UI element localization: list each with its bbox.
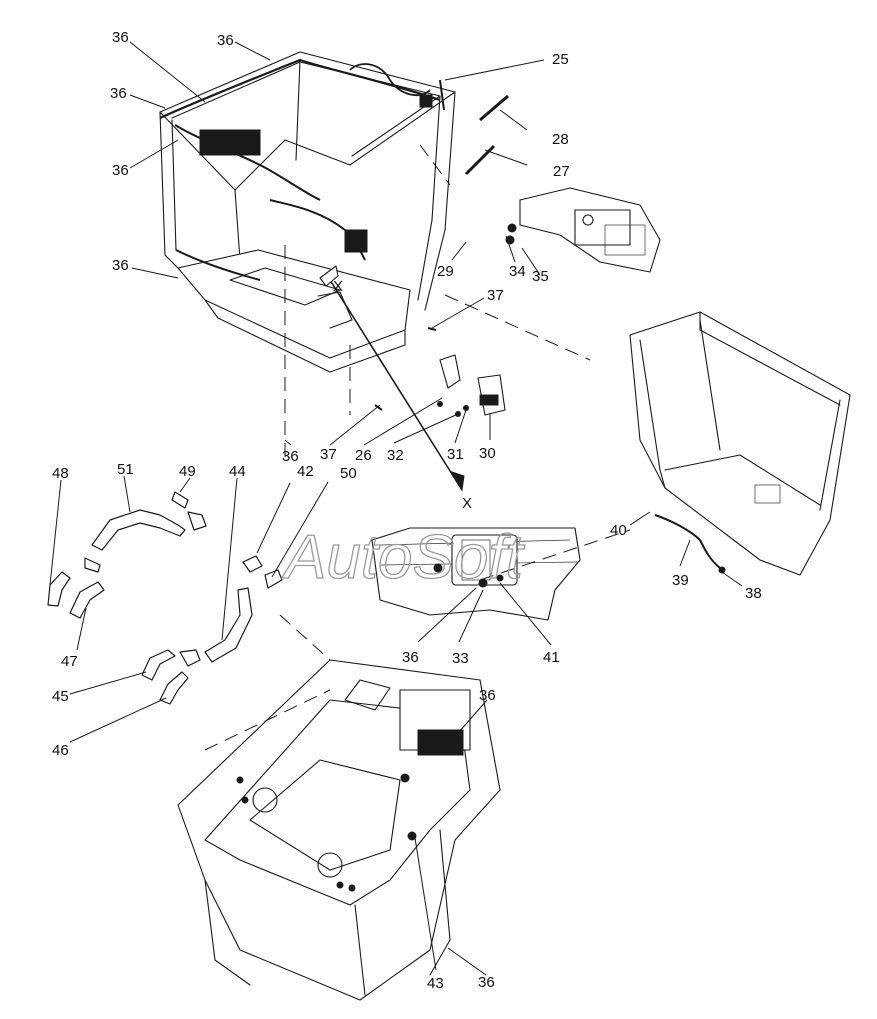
- callout-label: 43: [427, 975, 444, 992]
- callout-label: 35: [532, 268, 549, 285]
- callout-label: 38: [745, 585, 762, 602]
- callout-label: 36: [110, 85, 127, 102]
- callout-label: 36: [112, 162, 129, 179]
- callout-label: 51: [117, 461, 134, 478]
- washer-reservoir-parts: [374, 327, 506, 417]
- callout-label: 46: [52, 742, 69, 759]
- leader-lines: [49, 41, 743, 976]
- dash-panel: [505, 187, 661, 273]
- callout-label: 39: [672, 572, 689, 589]
- callout-label: 36: [112, 257, 129, 274]
- callout-label: 36: [402, 649, 419, 666]
- callout-label: 34: [509, 263, 526, 280]
- rear-cab-frame: [629, 311, 851, 576]
- callout-label: 50: [340, 465, 357, 482]
- callout-label: 47: [61, 653, 78, 670]
- callout-label: 26: [355, 447, 372, 464]
- heater-hoses: [47, 491, 283, 705]
- callout-label: 37: [320, 446, 337, 463]
- callout-label: 37: [487, 287, 504, 304]
- assembly-dashed-lines: [204, 144, 631, 751]
- view-mark-x-detail: X: [462, 495, 472, 512]
- watermark-text: AutoSoft: [281, 523, 526, 592]
- callout-label: 27: [553, 163, 570, 180]
- callout-label: 32: [387, 447, 404, 464]
- callout-label: 44: [229, 463, 246, 480]
- callout-label: 30: [479, 445, 496, 462]
- callout-label: 36: [217, 32, 234, 49]
- callout-label: 40: [610, 522, 627, 539]
- cab-floor-assembly: [177, 659, 501, 1001]
- callout-label: 29: [437, 263, 454, 280]
- callout-label: 45: [52, 688, 69, 705]
- callout-label: 33: [452, 650, 469, 667]
- callout-label: 36: [112, 29, 129, 46]
- view-mark-x-top: X: [333, 278, 343, 295]
- callout-labels: 36 36 36 36 25 28 27 36 29 34 35 37 26 3…: [52, 29, 762, 992]
- callout-label: 48: [52, 465, 69, 482]
- callout-label: 49: [179, 463, 196, 480]
- callout-label: 36: [478, 974, 495, 991]
- callout-label: 28: [552, 131, 569, 148]
- callout-label: 41: [543, 649, 560, 666]
- callout-label: 42: [297, 463, 314, 480]
- callout-label: 31: [447, 446, 464, 463]
- view-direction-arrow: [319, 265, 465, 492]
- callout-label: 36: [479, 687, 496, 704]
- callout-label: 36: [282, 448, 299, 465]
- detail-view-x: [371, 527, 581, 621]
- cab-frame-assembly: [159, 51, 509, 373]
- callout-label: 25: [552, 51, 569, 68]
